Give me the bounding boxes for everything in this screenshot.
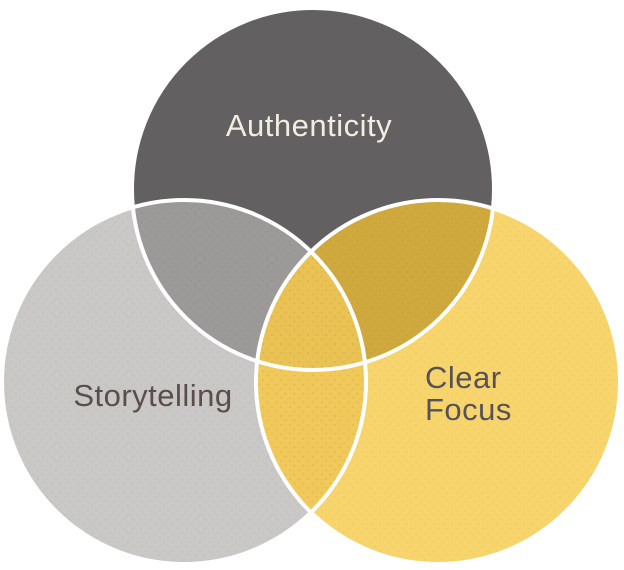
- clear-focus-label: Clear Focus: [425, 360, 512, 427]
- clear-focus-label-line1: Clear: [425, 360, 502, 395]
- storytelling-label: Storytelling: [73, 378, 232, 413]
- clear-focus-label-line2: Focus: [425, 392, 512, 427]
- authenticity-label: Authenticity: [226, 108, 392, 143]
